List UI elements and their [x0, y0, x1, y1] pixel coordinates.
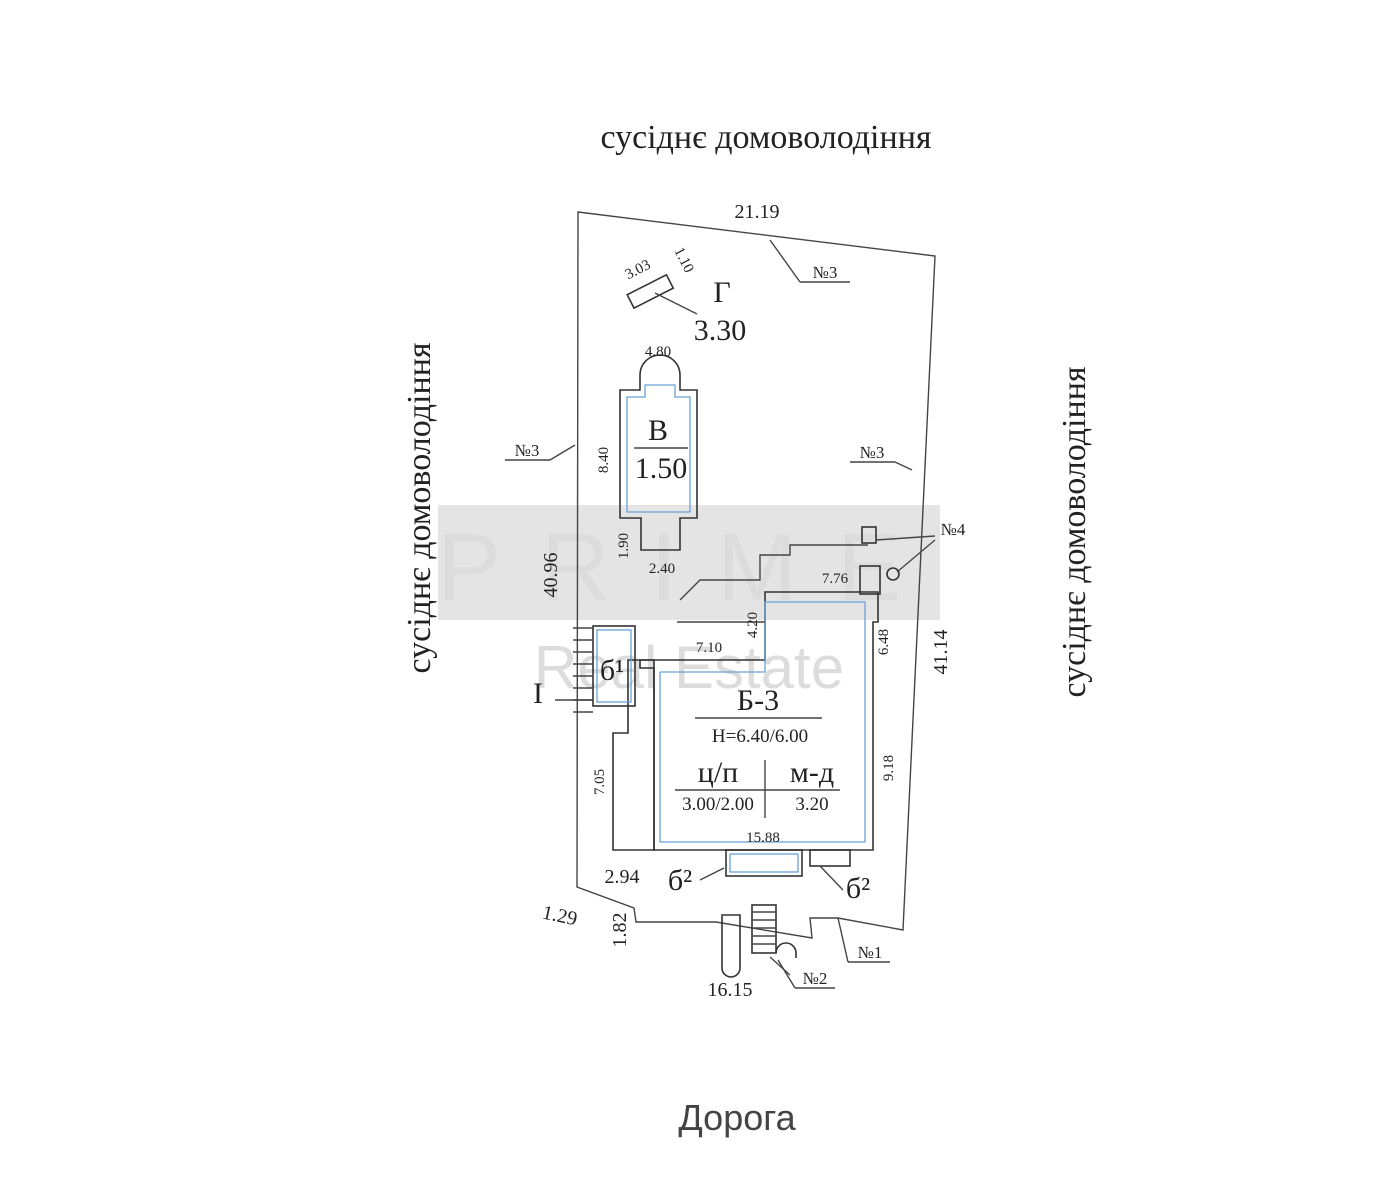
road-label: Дорога: [678, 1097, 796, 1138]
dim-top: 21.19: [735, 201, 780, 223]
building-b3: [612, 544, 879, 851]
g-dim-b: 1.10: [670, 245, 696, 276]
annex-b1: [573, 625, 636, 713]
marker-1: №1: [858, 943, 883, 962]
g-label: Г: [713, 276, 730, 309]
v-value: 1.50: [635, 452, 688, 485]
b3-material-1-value: 3.00/2.00: [682, 794, 754, 815]
neighbor-left-label: сусіднє домоволодіння: [401, 342, 438, 673]
entrance-stairs: [721, 904, 797, 978]
dim-7-10: 7.10: [696, 640, 722, 656]
porch-label: І: [533, 677, 543, 710]
b3-material-2-value: 3.20: [795, 794, 828, 815]
b2-label-right: б²: [846, 872, 870, 905]
b3-material-2: м-д: [790, 756, 834, 789]
marker-2: №2: [803, 969, 828, 988]
g-dim-a: 3.03: [623, 257, 654, 283]
marker-3-right: №3: [860, 443, 885, 462]
b3-material-1: ц/п: [698, 756, 738, 789]
b2-label-left: б²: [668, 864, 692, 897]
marker-leaders: [505, 239, 913, 989]
v-dim-base: 2.40: [649, 561, 675, 577]
dim-2-94: 2.94: [605, 866, 640, 888]
dim-15-88: 15.88: [746, 830, 780, 846]
b3-label: Б-3: [737, 684, 779, 717]
marker-3-left: №3: [515, 441, 540, 460]
marker-4: №4: [941, 520, 966, 539]
watermark-brand: PRIME: [437, 514, 941, 621]
dim-7-05: 7.05: [592, 769, 608, 795]
dim-bottom: 16.15: [708, 979, 753, 1001]
dim-7-76: 7.76: [822, 571, 849, 587]
building-g: [626, 273, 698, 315]
dim-left: 40.96: [540, 553, 562, 598]
v-dim-top: 4.80: [645, 344, 671, 360]
dim-9-18: 9.18: [881, 755, 897, 781]
b1-label: б¹: [600, 654, 624, 687]
marker-3-top: №3: [813, 263, 838, 282]
v-label: В: [648, 414, 668, 447]
lot-boundary: [576, 211, 936, 939]
g-area: 3.30: [694, 314, 747, 347]
dim-1-82: 1.82: [609, 913, 631, 948]
v-dim-side: 8.40: [596, 447, 612, 473]
annex-b2: [699, 849, 851, 891]
dim-1-29: 1.29: [540, 902, 579, 931]
neighbor-right-label: сусіднє домоволодіння: [1056, 366, 1093, 697]
dim-6-48: 6.48: [876, 629, 892, 655]
v-dim-neck: 1.90: [616, 533, 632, 559]
building-v: [619, 354, 698, 551]
b3-height: Н=6.40/6.00: [712, 726, 808, 747]
dim-4-20: 4.20: [745, 612, 761, 638]
dim-right: 41.14: [930, 630, 952, 675]
object-4: [859, 526, 936, 595]
watermark-subtitle: Real Estate: [534, 634, 844, 701]
neighbor-top-label: сусіднє домоволодіння: [600, 119, 931, 156]
watermark: PRIME Real Estate: [437, 505, 941, 701]
